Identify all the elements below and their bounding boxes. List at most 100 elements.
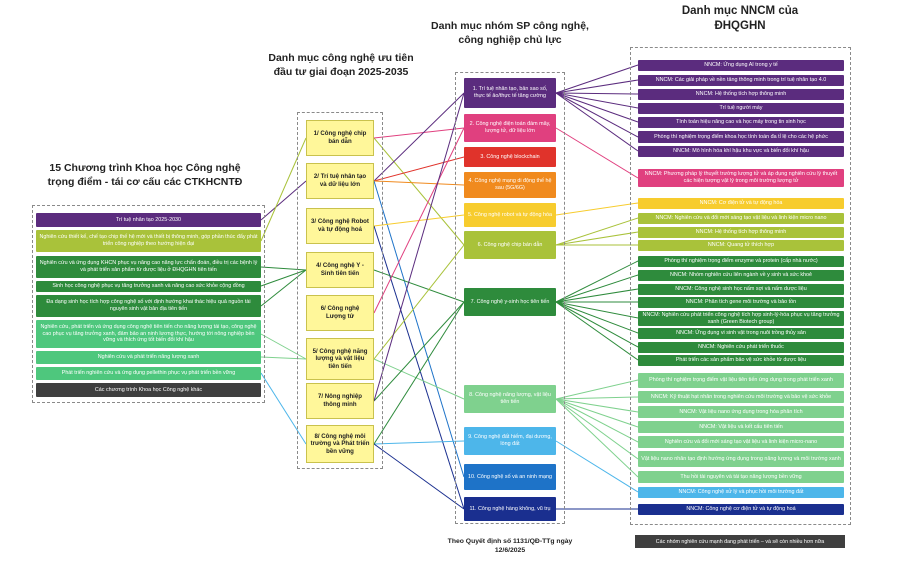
connector-line	[260, 269, 307, 307]
connector-line	[373, 301, 465, 402]
product-item[interactable]: 2. Công nghệ điện toán đám mây, lượng tử…	[464, 114, 556, 142]
research-item[interactable]: Vật liệu nano nhân tạo định hướng ứng dụ…	[638, 451, 844, 467]
program-item[interactable]: Nghiên cứu và phát triển năng lượng xanh	[36, 351, 261, 364]
research-item[interactable]: NNCM: Nghiên cứu phát triển công nghệ tí…	[638, 311, 844, 326]
connector-line	[555, 79, 639, 94]
research-item[interactable]: NNCM: Các giải pháp về nền tảng thông mi…	[638, 75, 844, 86]
research-item[interactable]: NNCM: Ứng dụng vi sinh vật trong nuôi tr…	[638, 328, 844, 339]
priority-item[interactable]: 6/ Công nghệ Lượng tử	[306, 295, 374, 331]
connector-line	[555, 92, 639, 95]
programs-group-border	[32, 205, 265, 403]
connector-line	[555, 396, 639, 400]
connector-line	[555, 274, 639, 303]
connector-line	[555, 398, 639, 478]
research-item[interactable]: NNCM: Vật liệu nano ứng dụng trong hóa p…	[638, 406, 844, 418]
research-item[interactable]: NNCM: Phân tích gene môi trường và bảo t…	[638, 297, 844, 308]
connector-line	[373, 440, 465, 445]
priority-group-border	[297, 112, 383, 469]
research-item[interactable]: NNCM: Nghiên cứu phát triển thuốc	[638, 342, 844, 353]
priority-item[interactable]: 8/ Công nghệ môi trường và Phát triển bề…	[306, 425, 374, 463]
connector-line	[555, 288, 639, 303]
research-item[interactable]: Trí tuệ người máy	[638, 103, 844, 114]
heading-priority: Danh mục công nghệ ưu tiên đầu tư giai đ…	[268, 52, 414, 78]
product-item[interactable]: 3. Công nghệ blockchain	[464, 147, 556, 167]
research-item[interactable]: NNCM: Công nghệ cơ điện tử và tự động ho…	[638, 504, 844, 515]
program-item[interactable]: Nghiên cứu và ứng dụng KHCN phục vụ nâng…	[36, 256, 261, 278]
product-item[interactable]: 9. Công nghệ đất hiếm, đại dương, lòng đ…	[464, 427, 556, 455]
products-group-border	[455, 72, 565, 524]
research-item[interactable]: NNCM: Hệ thống tích hợp thông minh	[638, 227, 844, 238]
research-item[interactable]: Thu hồi tài nguyên và tái tạo năng lượng…	[638, 471, 844, 483]
connector-line	[260, 333, 307, 360]
connector-line	[555, 379, 639, 400]
research-item[interactable]: Phòng thí nghiệm trọng điểm enzyme và pr…	[638, 256, 844, 267]
connector-line	[373, 180, 465, 186]
research-item[interactable]: Phòng thí nghiệm trọng điểm vật liệu tiê…	[638, 373, 844, 388]
connector-line	[260, 180, 307, 221]
priority-item[interactable]: 7/ Nông nghiệp thông minh	[306, 383, 374, 419]
research-group-border	[630, 47, 851, 525]
research-item[interactable]: NNCM: Hệ thống tích hợp thông minh	[638, 89, 844, 100]
connector-line	[555, 202, 639, 216]
program-item[interactable]: Trí tuệ nhân tạo 2025-2030	[36, 213, 261, 227]
research-item[interactable]: Phát triển các sản phẩm bảo vệ sức khỏe …	[638, 355, 844, 366]
heading-products: Danh mục nhóm SP công nghệ, công nghiệp …	[431, 20, 589, 46]
product-item[interactable]: 1. Trí tuệ nhân tạo, bản sao số, thực tế…	[464, 78, 556, 108]
product-item[interactable]: 11. Công nghệ hàng không, vũ trụ	[464, 497, 556, 521]
connector-line	[555, 92, 639, 138]
connector-line	[555, 92, 639, 152]
research-item[interactable]: Tính toán hiệu năng cao và học máy trong…	[638, 117, 844, 128]
research-item[interactable]: Phòng thí nghiệm trọng điểm khoa học tín…	[638, 131, 844, 143]
product-item[interactable]: 5. Công nghệ robot và tự động hóa	[464, 203, 556, 227]
connector-line	[555, 301, 639, 319]
program-item[interactable]: Nghiên cứu thiết kế, chế tạo chip thế hệ…	[36, 230, 261, 252]
connector-line	[373, 92, 465, 182]
research-item[interactable]: NNCM: Nghiên cứu và đổi mới sáng tạo vật…	[638, 213, 844, 224]
connector-line	[555, 217, 639, 246]
research-item[interactable]: NNCM: Công nghệ xử lý và phục hồi môi tr…	[638, 487, 844, 498]
product-item[interactable]: 10. Công nghệ số và an ninh mạng	[464, 464, 556, 490]
connector-line	[373, 137, 465, 246]
research-item[interactable]: NNCM: Nhóm nghiên cứu liên ngành về y si…	[638, 270, 844, 281]
research-item[interactable]: NNCM: Cơ điện tử và tự động hóa	[638, 198, 844, 209]
program-item[interactable]: Sinh học công nghệ phục vụ tăng trưởng x…	[36, 281, 261, 292]
research-item[interactable]: NNCM: Ứng dụng AI trong y tế	[638, 60, 844, 71]
connector-line	[555, 92, 639, 123]
program-item[interactable]: Đa dạng sinh học tích hợp công nghệ số v…	[36, 295, 261, 317]
connector-line	[373, 244, 465, 360]
connector-line	[373, 269, 465, 303]
product-item[interactable]: 8. Công nghệ năng lượng, vật liệu tiên t…	[464, 385, 556, 413]
product-item[interactable]: 6. Công nghệ chip bán dẫn	[464, 231, 556, 259]
research-item[interactable]: Nghiên cứu và đổi mới sáng tạo vật liệu …	[638, 436, 844, 448]
program-item[interactable]: Các chương trình Khoa học Công nghệ khác	[36, 383, 261, 397]
priority-item[interactable]: 3/ Công nghệ Robot và tự động hoá	[306, 208, 374, 244]
heading-research: Danh mục NNCM của ĐHQGHN	[681, 5, 799, 32]
research-item[interactable]: NNCM: Công nghệ sinh học nấm sợi và nấm …	[638, 284, 844, 295]
priority-item[interactable]: 2/ Trí tuệ nhân tạo và dữ liệu lớn	[306, 163, 374, 199]
research-item[interactable]: NNCM: Kỹ thuật hạt nhân trong nghiên cứu…	[638, 391, 844, 403]
connector-line	[555, 398, 639, 428]
connector-line	[260, 372, 307, 445]
priority-item[interactable]: 4/ Công nghệ Y - Sinh tiên tiến	[306, 252, 374, 288]
connector-line	[260, 137, 307, 242]
research-item[interactable]: NNCM: Quang tử thích hợp	[638, 240, 844, 251]
connector-line	[555, 301, 639, 334]
priority-item[interactable]: 5/ Công nghệ năng lượng và vật liệu tiên…	[306, 338, 374, 380]
connector-line	[555, 127, 639, 179]
research-item[interactable]: NNCM: Mô hình hóa khí hậu khu vực và biế…	[638, 146, 844, 157]
connector-line	[555, 231, 639, 246]
connector-line	[373, 443, 465, 510]
connector-line	[373, 180, 465, 478]
product-item[interactable]: 4. Công nghệ mạng di động thế hệ sau (5G…	[464, 172, 556, 198]
priority-item[interactable]: 1/ Công nghệ chip bán dẫn	[306, 120, 374, 156]
connector-line	[373, 358, 465, 400]
program-item[interactable]: Phát triển nghiên cứu và ứng dụng pellet…	[36, 367, 261, 380]
research-item[interactable]: NNCM: Phương pháp lý thuyết trường lượng…	[638, 169, 844, 187]
program-item[interactable]: Nghiên cứu, phát triển và ứng dụng công …	[36, 320, 261, 348]
connector-line	[260, 356, 307, 360]
research-item[interactable]: NNCM: Vật liệu và kết cấu tiên tiến	[638, 421, 844, 433]
connector-line	[373, 127, 465, 139]
product-item[interactable]: 7. Công nghệ y-sinh học tiên tiến	[464, 288, 556, 316]
connector-line	[555, 301, 639, 361]
